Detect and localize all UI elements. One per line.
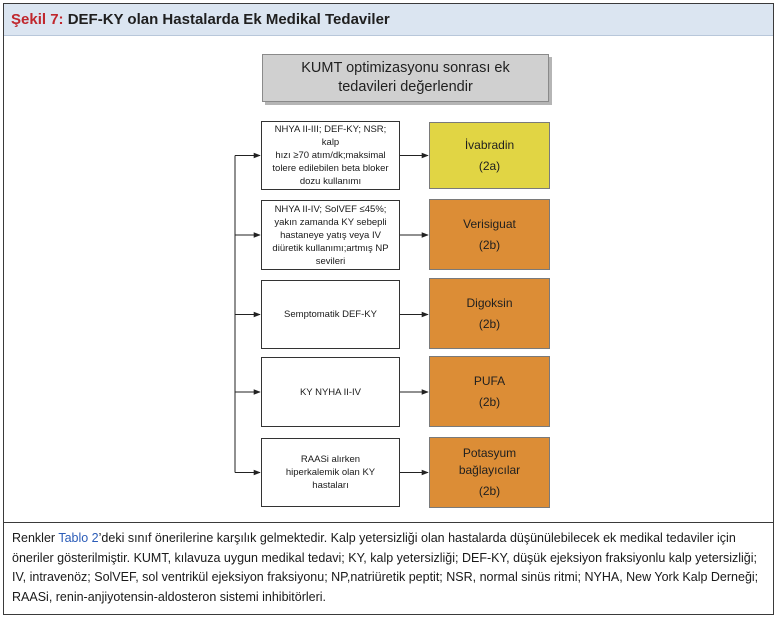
recommendation-class: (2b): [478, 237, 501, 252]
flow-diagram: KUMT optimizasyonu sonrası ek tedavileri…: [4, 37, 773, 522]
recommendation-class: (2b): [478, 484, 501, 498]
treatment-name: Digoksin: [466, 295, 513, 310]
condition-line: hastaneye yatış veya IV: [280, 229, 381, 241]
recommendation-class: (2b): [478, 394, 501, 409]
condition-line: tolere edilebilen beta bloker: [272, 163, 389, 174]
table-2-link[interactable]: Tablo 2: [58, 531, 99, 545]
condition-box-pufa: KY NYHA II-IV: [261, 357, 400, 427]
treatment-box-pufa: PUFA (2b): [429, 356, 550, 427]
treatment-name: PUFA: [473, 373, 506, 388]
condition-line: KY NYHA II-IV: [299, 386, 362, 398]
condition-line: diüretik kullanımı;artmış NP: [272, 242, 389, 254]
figure-caption: Renkler Tablo 2’deki sınıf önerilerine k…: [4, 522, 773, 607]
header-box: KUMT optimizasyonu sonrası ek tedavileri…: [262, 54, 549, 102]
condition-line: NHYA II-III; DEF-KY; NSR; kalp: [274, 124, 387, 148]
header-line-1: KUMT optimizasyonu sonrası ek: [301, 60, 510, 76]
figure-frame: Şekil 7: DEF-KY olan Hastalarda Ek Medik…: [3, 3, 774, 615]
figure-title-text: DEF-KY olan Hastalarda Ek Medikal Tedavi…: [67, 11, 390, 28]
condition-line: dozu kullanımı: [299, 176, 362, 187]
condition-line: NHYA II-IV; SolVEF ≤45%;: [274, 203, 387, 215]
condition-box-verisiguat: NHYA II-IV; SolVEF ≤45%; yakın zamanda K…: [261, 200, 400, 270]
condition-box-ivabradin: NHYA II-III; DEF-KY; NSR; kalp hızı ≥70 …: [261, 121, 400, 190]
recommendation-class: (2a): [478, 158, 501, 173]
treatment-box-verisiguat: Verisiguat (2b): [429, 199, 550, 270]
condition-line: RAASi alırken: [300, 454, 361, 465]
condition-line: hastaları: [312, 480, 349, 491]
condition-line: hiperkalemik olan KY: [285, 467, 376, 478]
treatment-name: İvabradin: [464, 137, 515, 152]
header-line-2: tedavileri değerlendir: [338, 79, 473, 95]
treatment-name: Verisiguat: [463, 216, 516, 231]
treatment-box-potasyum: Potasyum bağlayıcılar (2b): [429, 437, 550, 508]
condition-line: Semptomatik DEF-KY: [284, 309, 377, 320]
condition-box-potasyum: RAASi alırken hiperkalemik olan KY hasta…: [261, 438, 400, 507]
treatment-name: Potasyum: [462, 446, 517, 460]
caption-text-start: Renkler: [12, 531, 59, 545]
caption-text-rest: ’deki sınıf önerilerine karşılık gelmekt…: [12, 531, 759, 604]
connector-lines: [234, 152, 429, 476]
recommendation-class: (2b): [478, 316, 501, 331]
figure-title: Şekil 7: DEF-KY olan Hastalarda Ek Medik…: [4, 4, 773, 36]
condition-box-digoksin: Semptomatik DEF-KY: [261, 280, 400, 349]
treatment-box-ivabradin: İvabradin (2a): [429, 122, 550, 189]
condition-line: yakın zamanda KY sebepli: [274, 216, 387, 228]
condition-line: sevileri: [315, 255, 346, 267]
condition-line: hızı ≥70 atım/dk;maksimal: [275, 150, 386, 161]
figure-label: Şekil 7:: [11, 11, 64, 28]
treatment-box-digoksin: Digoksin (2b): [429, 278, 550, 349]
treatment-name: bağlayıcılar: [458, 463, 521, 477]
